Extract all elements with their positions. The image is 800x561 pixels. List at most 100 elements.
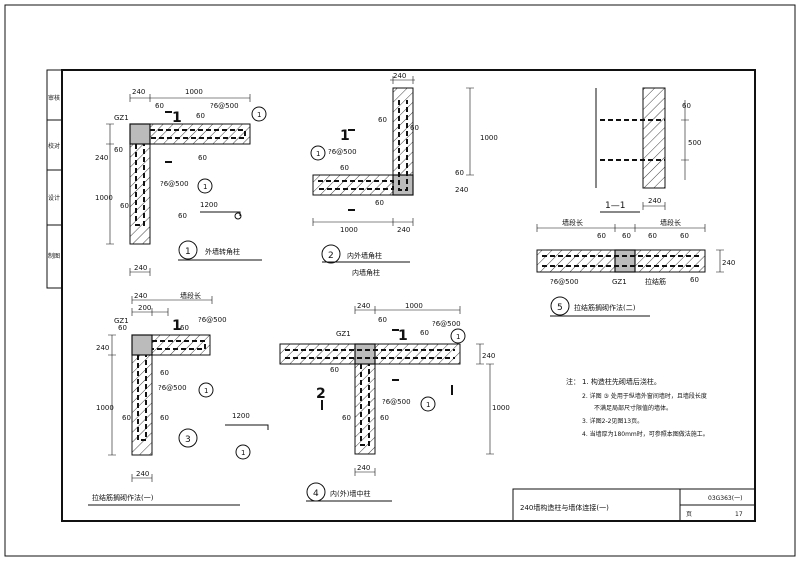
section-1-1: 60 500 240 1—1	[595, 87, 701, 213]
detail-1-dim-bar: 1200	[200, 201, 218, 209]
detail-5-dim-e: 60	[690, 276, 699, 284]
detail-4-column	[354, 343, 376, 365]
detail-5-dim-b: 60	[622, 232, 631, 240]
detail-2-rebar-h	[318, 180, 394, 190]
detail-4-rebar-v	[360, 364, 370, 446]
detail-3-dim-f: 60	[160, 369, 169, 377]
title-block-page: 17	[735, 511, 743, 518]
detail-5-column	[614, 249, 636, 273]
detail-1-dim-f: 60	[198, 154, 207, 162]
detail-5-wall-right	[634, 249, 706, 273]
detail-3-rebar-h	[152, 340, 206, 350]
detail-3-dim-g: 1000	[96, 404, 114, 412]
detail-3-dim-h: 60	[122, 414, 131, 422]
detail-3-dim-a: 240	[134, 292, 147, 300]
detail-5-caption-num: 5	[557, 303, 563, 313]
detail-2-dim-e: 60	[340, 164, 349, 172]
title-block-title: 240墙构造柱与墙体连接(一)	[520, 503, 609, 512]
detail-1-dim-g: 60	[120, 202, 129, 210]
detail-5-dim-a: 60	[597, 232, 606, 240]
detail-1-dim-left-b: 1000	[95, 194, 113, 202]
detail-4-dim-a: 240	[357, 302, 370, 310]
detail-3-wall-horizontal	[151, 334, 211, 356]
detail-2-dim-h: 1000	[340, 226, 358, 234]
detail-2-caption: 内外墙角柱	[347, 251, 382, 260]
side-strip-text-3: 设计	[48, 194, 60, 202]
section-1-1-title: 1—1	[605, 201, 625, 211]
inner-frame	[61, 69, 756, 522]
note-line-4: 3. 详图2-2见图13页。	[582, 417, 643, 425]
detail-1-dim-d: 60	[196, 112, 205, 120]
detail-1-rebar-h	[150, 129, 246, 139]
section-1-1-dim-c: 240	[648, 197, 661, 205]
section-1-1-dim-b: 500	[688, 139, 701, 147]
detail-3-section-mark: 1	[172, 318, 182, 334]
detail-2-dim-a: 240	[393, 72, 406, 80]
detail-3-marker: GZ1	[114, 317, 129, 325]
detail-2-section-mark: 1	[340, 128, 350, 144]
side-strip-text-1: 审核	[48, 94, 60, 102]
detail-4-bar-ref-a: 1	[456, 333, 460, 341]
detail-3-column	[131, 334, 153, 356]
detail-2-rebar-label: ?6@500	[328, 148, 357, 156]
side-strip: 审核 校对 设计 制图	[46, 69, 63, 289]
detail-3-dim-d: 60	[118, 324, 127, 332]
detail-5-right-label: 墙段长	[660, 218, 681, 227]
detail-4-marker: GZ1	[336, 330, 351, 338]
detail-5-left-label: 墙段长	[562, 218, 583, 227]
detail-3-rebar-label-a: ?6@500	[198, 316, 227, 324]
detail-1-wall-horizontal	[149, 123, 251, 145]
detail-2-dim-f: 60	[375, 199, 384, 207]
detail-2-subcaption: 内墙角柱	[352, 268, 380, 277]
detail-2-interior-exterior-corner: 240 60 60 1000 60 60 240 1000 240 60 ?6@…	[310, 72, 498, 277]
detail-4-rebar-label-b: ?6@500	[382, 398, 411, 406]
detail-4-dim-d: 60	[420, 329, 429, 337]
section-1-1-dim-a: 60	[682, 102, 691, 110]
detail-2-dim-c: 60	[410, 124, 419, 132]
note-line-2: 2. 详图 ③ 处用于纵墙外窗间墙时，且墙段长度	[582, 392, 707, 400]
detail-1-rebar-label-a: ?6@500	[210, 102, 239, 110]
detail-1-dim-top-a: 240	[132, 88, 145, 96]
detail-5-rebar-label: ?6@500	[550, 278, 579, 286]
detail-4-dim-c: 60	[378, 316, 387, 324]
detail-1-caption: 外墙转角柱	[205, 247, 240, 256]
detail-4-dim-b: 1000	[405, 302, 423, 310]
detail-5-rebar-note: 拉结筋	[645, 277, 666, 286]
detail-4-section-1: 1	[398, 328, 408, 344]
detail-1-dim-e: 60	[114, 146, 123, 154]
detail-1-rebar-label-b: ?6@500	[160, 180, 189, 188]
detail-3-dim-e: 60	[180, 324, 189, 332]
detail-3-bar-ref-b: 1	[241, 449, 245, 457]
title-block: 240墙构造柱与墙体连接(一) 03G363(一) 页 17	[512, 488, 756, 522]
detail-5-marker: GZ1	[612, 278, 627, 286]
detail-3-tie-bar-method-1: 240 200 240 60 60 60 1000 60 60 1200 240…	[88, 291, 269, 506]
detail-2-dim-g: 240	[455, 186, 468, 194]
detail-2-dim-b: 60	[378, 116, 387, 124]
detail-5-dim-f: 240	[722, 259, 735, 267]
detail-2-dim-j: 60	[455, 169, 464, 177]
detail-3-bar-ref-a: 1	[204, 387, 208, 395]
detail-4-caption: 内(外)墙中柱	[330, 489, 370, 498]
detail-4-rebar-h	[285, 349, 455, 359]
detail-3-dim-i: 60	[160, 414, 169, 422]
detail-2-dim-i: 240	[397, 226, 410, 234]
detail-1-dim-left-a: 240	[95, 154, 108, 162]
detail-1-caption-num: 1	[185, 247, 191, 257]
detail-2-wall-horizontal	[312, 174, 394, 196]
detail-2-rebar-v	[398, 100, 408, 191]
detail-2-caption-num: 2	[328, 251, 334, 261]
title-block-code: 03G363(一)	[708, 495, 742, 502]
detail-4-dim-e: 60	[330, 366, 339, 374]
detail-1-rebar-v	[135, 144, 145, 226]
detail-2-dim-d: 1000	[480, 134, 498, 142]
note-line-1: 1. 构造柱先砌墙后浇柱。	[582, 377, 661, 386]
detail-3-dim-bottom: 240	[136, 470, 149, 478]
side-strip-text-2: 校对	[48, 142, 60, 150]
side-strip-text-4: 制图	[48, 252, 60, 260]
detail-5-wall-left	[536, 249, 616, 273]
detail-1-bar-ref-b: 1	[203, 183, 207, 191]
detail-2-column	[392, 174, 414, 196]
detail-4-bar-ref-b: 1	[426, 401, 430, 409]
detail-1-exterior-corner-column: 240 1000 60 60 240 60 60 1000 60 60 1200…	[95, 88, 267, 276]
detail-4-dim-i: 1000	[492, 404, 510, 412]
